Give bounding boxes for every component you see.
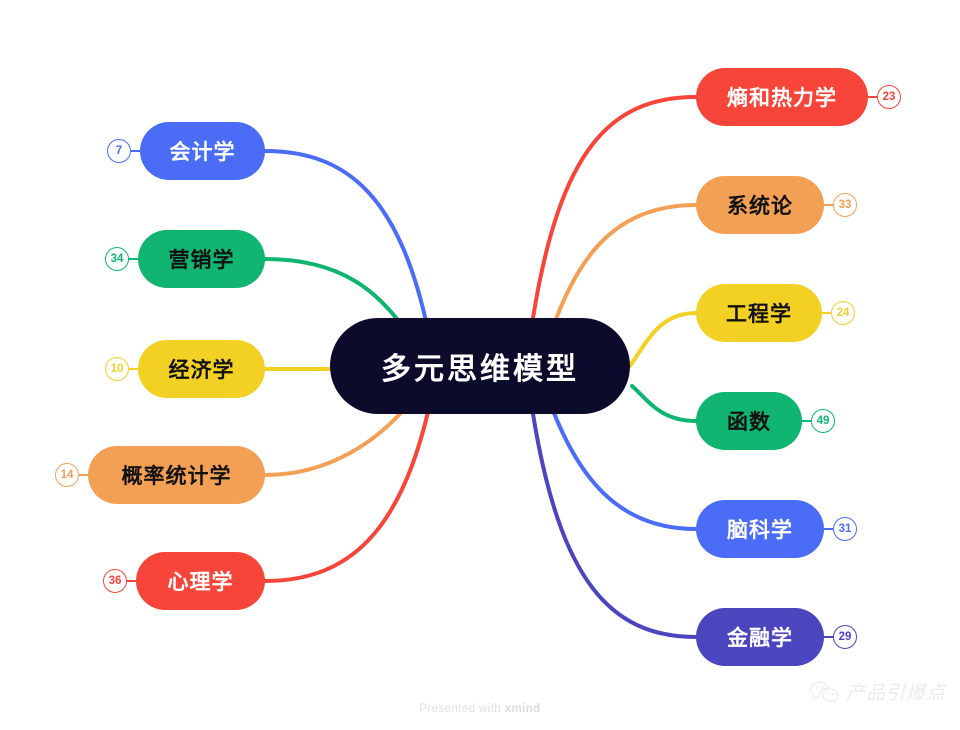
branch-node-left-4[interactable]: 概率统计学	[88, 446, 265, 504]
branch-connector	[531, 412, 698, 639]
branch-node-label: 脑科学	[727, 519, 793, 542]
branch-node-right-2[interactable]: 系统论	[696, 176, 824, 234]
branch-node-label: 系统论	[727, 195, 793, 218]
badge-connector-stub	[824, 528, 833, 530]
branch-connector	[550, 406, 698, 531]
badge-connector-stub	[131, 150, 140, 152]
branch-node-label: 心理学	[167, 571, 234, 594]
branch-connector	[263, 410, 430, 583]
branch-node-left-3[interactable]: 经济学	[138, 340, 265, 398]
branch-badge[interactable]: 49	[811, 409, 835, 433]
badge-connector-stub	[822, 312, 831, 314]
branch-node-right-5[interactable]: 脑科学	[696, 500, 824, 558]
badge-connector-stub	[824, 636, 833, 638]
branch-node-label: 金融学	[727, 627, 793, 650]
credit-brand: xmind	[504, 703, 541, 715]
branch-node-left-2[interactable]: 营销学	[138, 230, 265, 288]
credit-prefix: Presented with	[419, 703, 505, 715]
branch-node-left-5[interactable]: 心理学	[136, 552, 265, 610]
branch-badge[interactable]: 33	[833, 193, 857, 217]
branch-badge[interactable]: 14	[55, 463, 79, 487]
branch-node-label: 会计学	[169, 141, 236, 164]
branch-badge[interactable]: 24	[831, 301, 855, 325]
xmind-credit: Presented with xmind	[0, 703, 960, 715]
branch-badge[interactable]: 10	[105, 357, 129, 381]
branch-connector	[628, 311, 698, 368]
badge-connector-stub	[127, 580, 136, 582]
badge-connector-stub	[79, 474, 88, 476]
central-node-label: 多元思维模型	[381, 353, 579, 386]
badge-connector-stub	[802, 420, 811, 422]
branch-node-label: 函数	[727, 411, 771, 434]
branch-node-label: 经济学	[168, 359, 235, 382]
branch-connector	[550, 203, 698, 332]
branch-badge[interactable]: 7	[107, 139, 131, 163]
branch-node-right-1[interactable]: 熵和热力学	[696, 68, 868, 126]
branch-badge[interactable]: 36	[103, 569, 127, 593]
branch-badge[interactable]: 23	[877, 85, 901, 109]
branch-connector	[630, 384, 698, 423]
branch-connector	[531, 95, 698, 320]
branch-badge[interactable]: 34	[105, 247, 129, 271]
branch-node-right-6[interactable]: 金融学	[696, 608, 824, 666]
badge-connector-stub	[868, 96, 877, 98]
badge-connector-stub	[129, 258, 138, 260]
watermark: 产品引爆点	[809, 678, 946, 705]
branch-node-right-3[interactable]: 工程学	[696, 284, 822, 342]
branch-node-left-1[interactable]: 会计学	[140, 122, 265, 180]
branch-node-label: 营销学	[168, 249, 235, 272]
branch-node-label: 概率统计学	[121, 465, 232, 488]
wechat-icon	[809, 681, 839, 704]
branch-node-label: 熵和热力学	[727, 87, 837, 110]
central-node[interactable]: 多元思维模型	[330, 318, 630, 414]
badge-connector-stub	[129, 368, 138, 370]
branch-node-right-4[interactable]: 函数	[696, 392, 802, 450]
badge-connector-stub	[824, 204, 833, 206]
branch-node-label: 工程学	[726, 303, 792, 326]
watermark-text: 产品引爆点	[845, 683, 946, 704]
branch-badge[interactable]: 29	[833, 625, 857, 649]
branch-badge[interactable]: 31	[833, 517, 857, 541]
branch-connector	[263, 149, 430, 332]
